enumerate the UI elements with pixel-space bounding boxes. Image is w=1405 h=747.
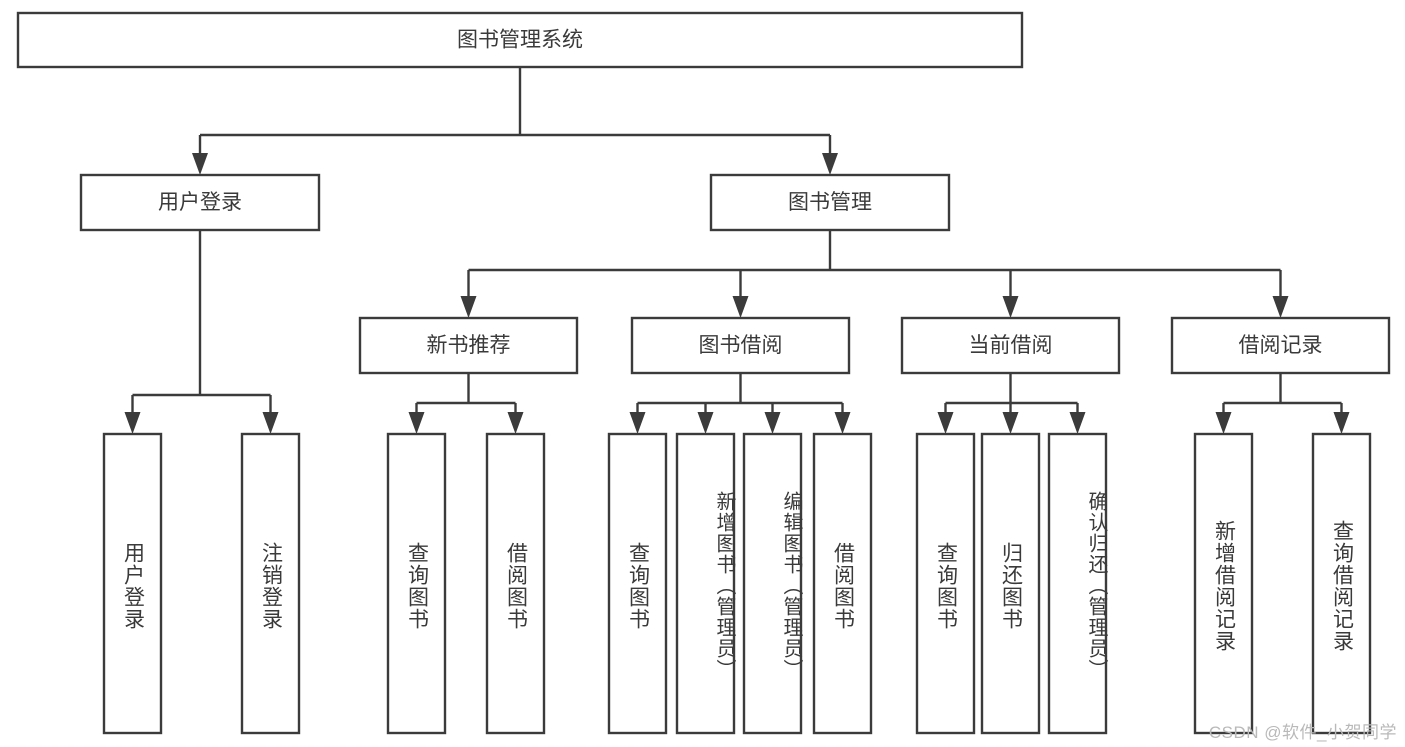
node-leaf-borrow-book-1[interactable] [485, 432, 546, 735]
node-box[interactable] [485, 432, 546, 735]
arrow-head-icon [822, 153, 838, 175]
node-box[interactable] [742, 432, 803, 735]
node-leaf-query-book-1[interactable] [386, 432, 447, 735]
node-leaf-borrow-book-2[interactable] [812, 432, 873, 735]
arrow-head-icon [1002, 412, 1019, 434]
node-box[interactable] [358, 316, 579, 375]
node-label: 当前借阅 [969, 334, 1053, 357]
node-box[interactable] [1311, 432, 1372, 735]
node-leaf-query-book-3[interactable] [915, 432, 976, 735]
node-leaf-query-book-2[interactable] [607, 432, 668, 735]
node-box[interactable] [1193, 432, 1254, 735]
node-leaf-confirm-return[interactable] [1047, 432, 1108, 735]
node-box[interactable] [630, 316, 851, 375]
arrow-head-icon [697, 412, 714, 434]
arrow-head-icon [1215, 412, 1232, 434]
node-new-book-rec[interactable]: 新书推荐 [358, 316, 579, 375]
node-box[interactable] [607, 432, 668, 735]
node-box[interactable] [812, 432, 873, 735]
node-current-borrow[interactable]: 当前借阅 [900, 316, 1121, 375]
node-leaf-add-book[interactable] [675, 432, 736, 735]
node-label: 新书推荐 [427, 334, 511, 357]
watermark-text: CSDN @软件_小贺同学 [1208, 723, 1397, 742]
node-user-login[interactable]: 用户登录 [79, 173, 321, 232]
arrow-head-icon [764, 412, 781, 434]
node-book-manage[interactable]: 图书管理 [709, 173, 951, 232]
arrow-head-icon [507, 412, 524, 434]
node-box[interactable] [980, 432, 1041, 735]
arrow-head-icon [408, 412, 425, 434]
arrow-head-icon [124, 412, 141, 434]
arrow-head-icon [1272, 296, 1289, 318]
node-box[interactable] [16, 11, 1024, 69]
node-root[interactable]: 图书管理系统 [16, 11, 1024, 69]
arrow-head-icon [732, 296, 749, 318]
node-box[interactable] [915, 432, 976, 735]
node-leaf-query-record[interactable] [1311, 432, 1372, 735]
node-borrow-record[interactable]: 借阅记录 [1170, 316, 1391, 375]
node-label: 借阅记录 [1239, 334, 1323, 357]
arrow-head-icon [192, 153, 208, 175]
arrow-head-icon [1333, 412, 1350, 434]
node-leaf-user-login[interactable] [102, 432, 163, 735]
node-box[interactable] [675, 432, 736, 735]
node-label: 图书借阅 [699, 334, 783, 357]
node-book-borrow[interactable]: 图书借阅 [630, 316, 851, 375]
node-box[interactable] [900, 316, 1121, 375]
arrow-head-icon [629, 412, 646, 434]
node-leaf-edit-book[interactable] [742, 432, 803, 735]
node-box[interactable] [79, 173, 321, 232]
node-box[interactable] [240, 432, 301, 735]
node-leaf-return-book[interactable] [980, 432, 1041, 735]
node-leaf-user-logout[interactable] [240, 432, 301, 735]
node-box[interactable] [102, 432, 163, 735]
arrow-head-icon [834, 412, 851, 434]
arrow-head-icon [460, 296, 477, 318]
arrow-head-icon [262, 412, 279, 434]
node-box[interactable] [709, 173, 951, 232]
node-box[interactable] [1047, 432, 1108, 735]
arrow-head-icon [1069, 412, 1086, 434]
node-label: 图书管理系统 [457, 29, 583, 52]
node-box[interactable] [1170, 316, 1391, 375]
node-box[interactable] [386, 432, 447, 735]
node-leaf-add-record[interactable] [1193, 432, 1254, 735]
node-label: 图书管理 [788, 191, 872, 214]
node-label: 用户登录 [158, 191, 242, 214]
arrow-head-icon [937, 412, 954, 434]
arrow-head-icon [1002, 296, 1019, 318]
